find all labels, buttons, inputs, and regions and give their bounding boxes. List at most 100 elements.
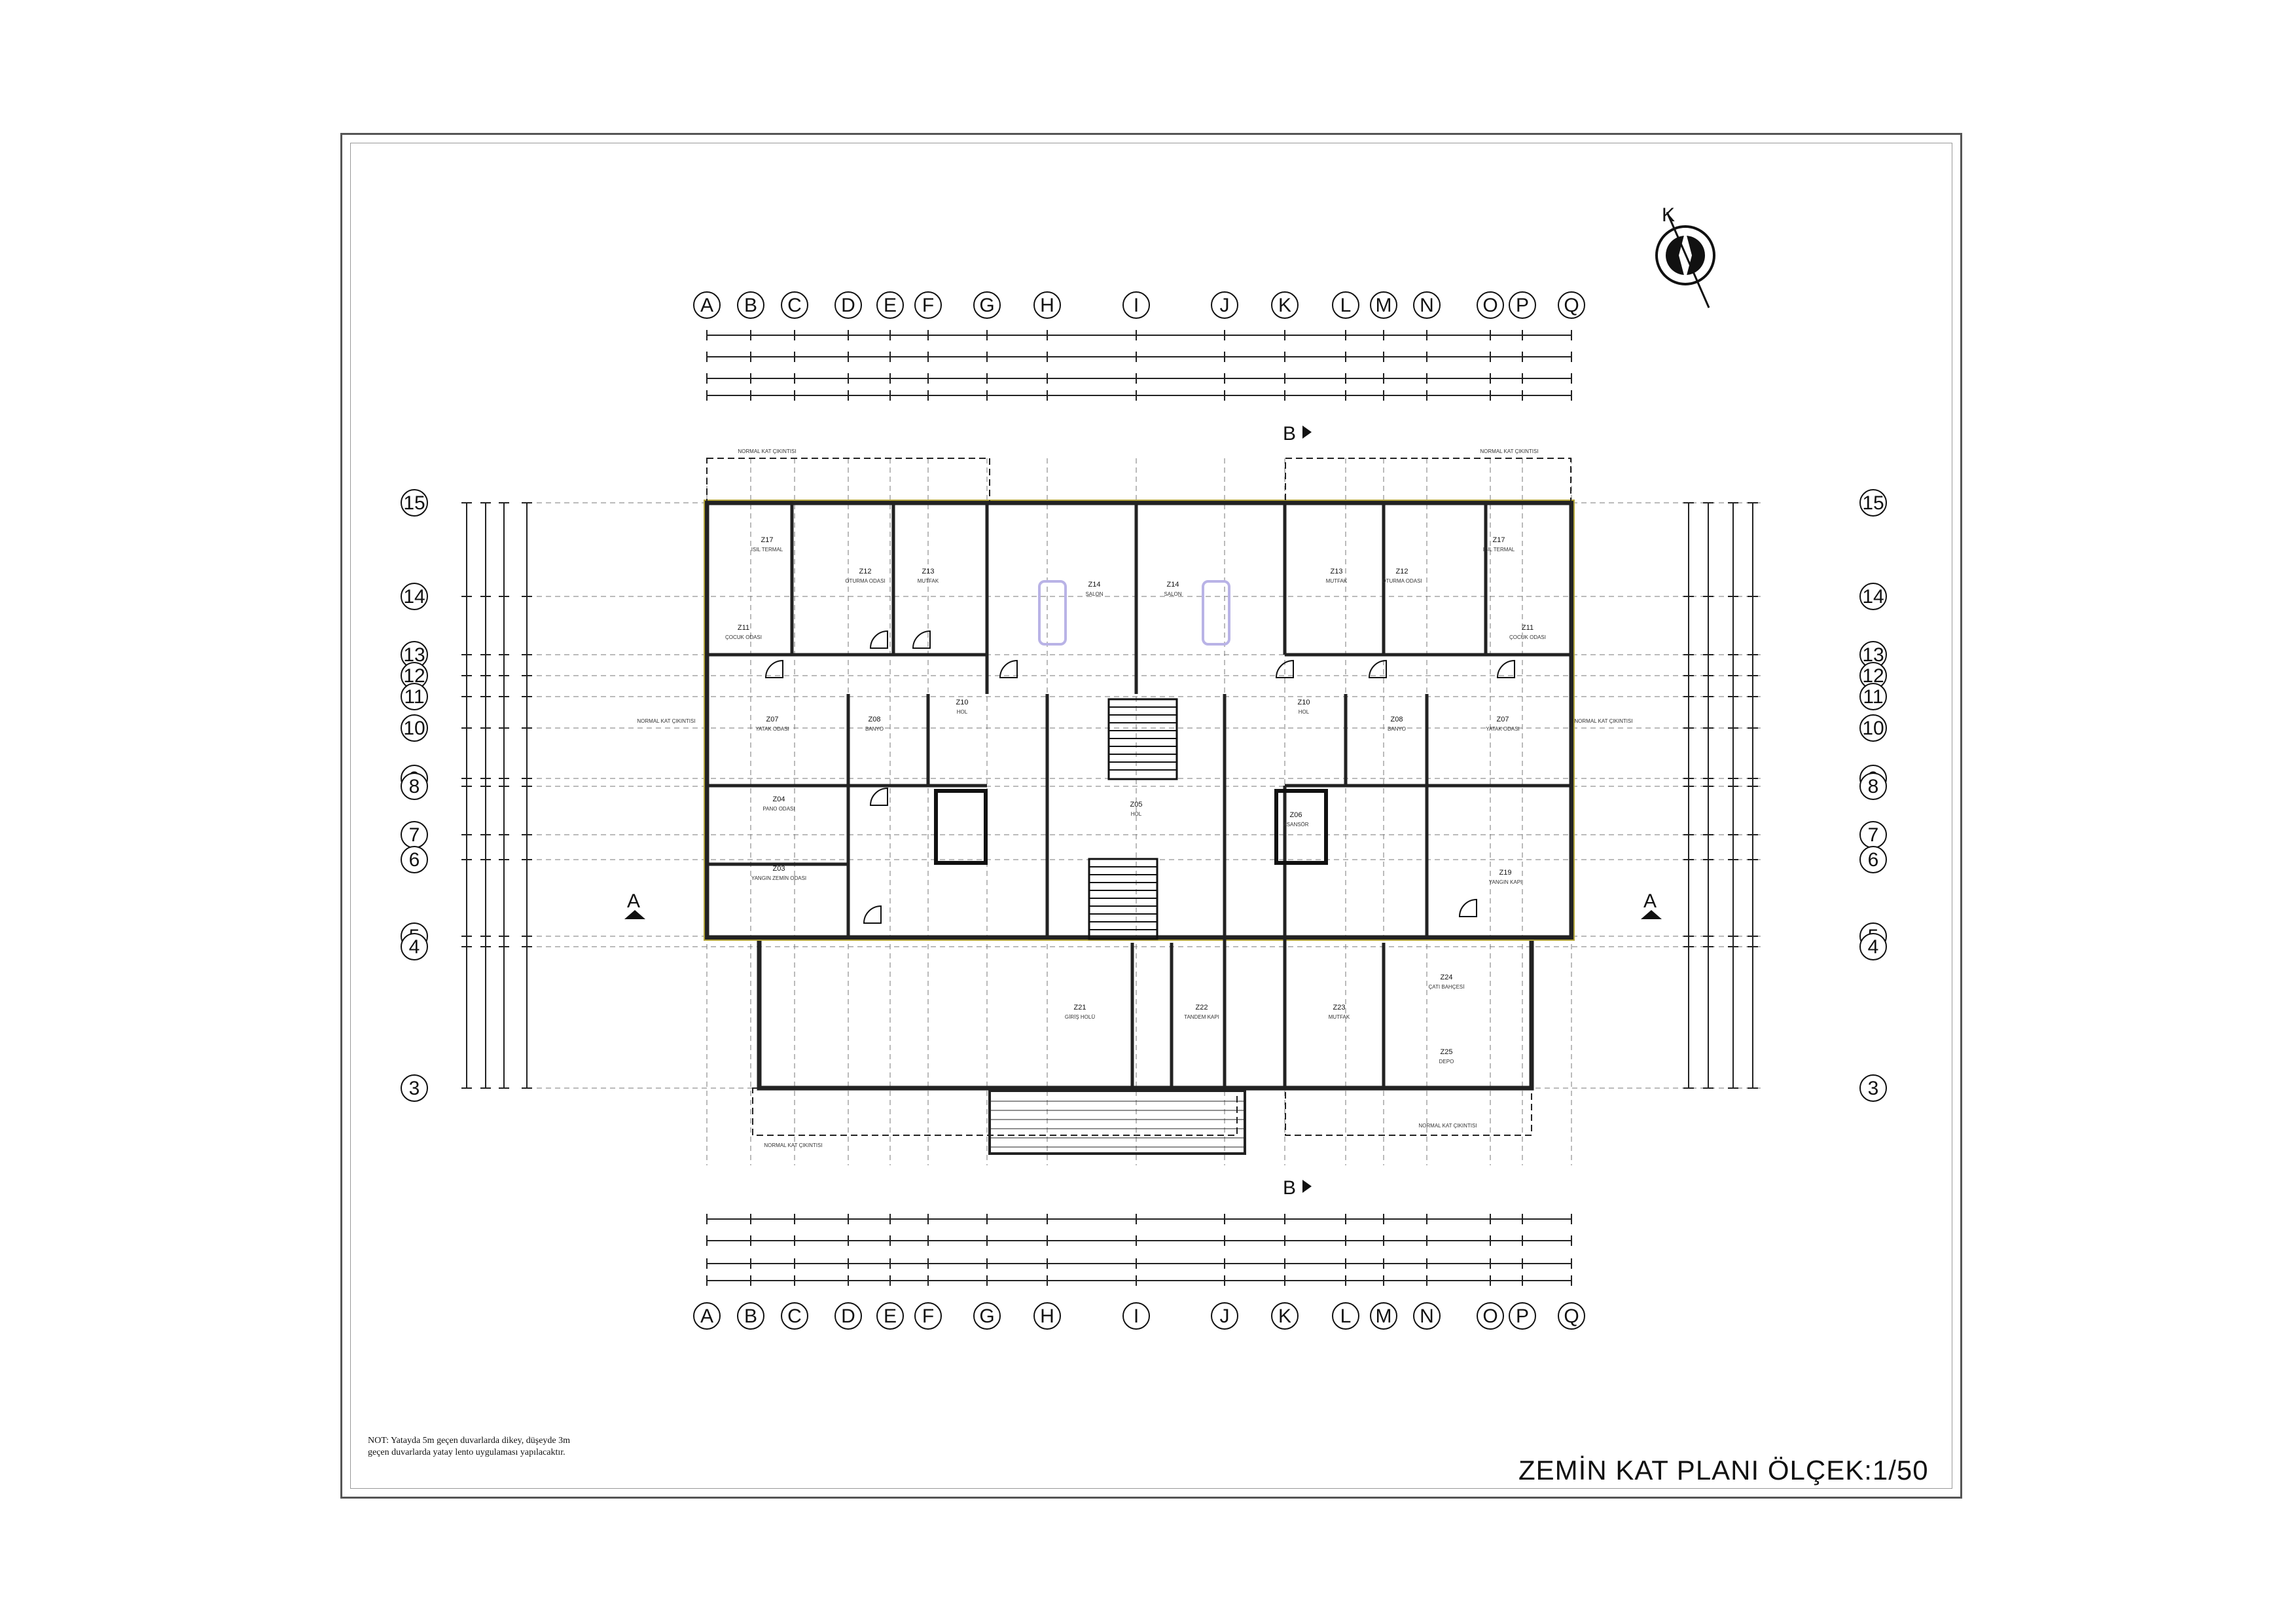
- row-bubble-left: [401, 583, 428, 610]
- room-name-label: YANGIN KAPI: [1489, 879, 1522, 885]
- row-bubble-left: [401, 933, 428, 960]
- row-bubble-right: [1859, 583, 1887, 610]
- door-swing: [1275, 659, 1294, 678]
- room-code-label: Z08: [1391, 716, 1403, 723]
- column-bubble-top: [834, 291, 862, 319]
- room-code-label: Z14: [1167, 581, 1179, 589]
- column-label: A: [700, 295, 713, 316]
- room-code-label: Z11: [738, 624, 749, 632]
- column-bubble-bottom: [693, 1302, 721, 1330]
- room-name-label: HOL: [957, 709, 968, 715]
- room-code-label: Z10: [1298, 699, 1310, 706]
- row-bubble-left: [401, 714, 428, 742]
- room-name-label: YANGIN ZEMİN ODASI: [751, 875, 806, 881]
- room-code-label: Z11: [1522, 624, 1534, 632]
- column-label: E: [884, 1305, 897, 1327]
- row-label: 6: [409, 849, 420, 871]
- room-name-label: SALON: [1164, 591, 1181, 597]
- column-bubble-bottom: [834, 1302, 862, 1330]
- column-label: N: [1420, 295, 1434, 316]
- column-bubble-bottom: [973, 1302, 1001, 1330]
- column-label: P: [1516, 1305, 1529, 1327]
- section-marker-a-right: A: [1641, 890, 1662, 919]
- room-code-label: Z13: [922, 568, 935, 575]
- row-label: 3: [1868, 1078, 1879, 1099]
- room-name-label: ISIL TERMAL: [751, 547, 783, 553]
- column-label: M: [1376, 1305, 1392, 1327]
- column-bubble-top: [693, 291, 721, 319]
- door-swing: [912, 630, 931, 649]
- elevator-shaft-right: [1274, 789, 1328, 865]
- general-note: NOT: Yatayda 5m geçen duvarlarda dikey, …: [368, 1436, 571, 1457]
- dimension-lines: [461, 330, 1758, 1286]
- compass-axis: [1666, 211, 1710, 308]
- column-bubble-top: [1271, 291, 1299, 319]
- sofa-right: [1202, 580, 1230, 646]
- door-swing: [869, 787, 888, 806]
- section-arrow-a-left: [624, 910, 645, 919]
- row-bubble-right: [1859, 683, 1887, 710]
- column-label: H: [1040, 1305, 1054, 1327]
- column-bubble-top: [781, 291, 808, 319]
- column-label: E: [884, 295, 897, 316]
- room-name-label: OTURMA ODASI: [845, 578, 885, 584]
- room-name-label: HOL: [1299, 709, 1310, 715]
- column-bubble-top: [973, 291, 1001, 319]
- row-bubble-right: [1859, 933, 1887, 960]
- row-bubble-left: [401, 489, 428, 517]
- room-code-label: Z04: [773, 795, 785, 803]
- row-label: 14: [1862, 586, 1884, 608]
- column-label: D: [841, 1305, 855, 1327]
- row-bubble-right: [1859, 489, 1887, 517]
- column-label: B: [744, 295, 757, 316]
- row-grid-bubbles: 15151414131312121111101099887766554433: [401, 489, 1887, 1102]
- exterior-wall-upper: [704, 500, 1574, 940]
- column-label: L: [1340, 1305, 1352, 1327]
- row-bubble-left: [401, 773, 428, 800]
- canopy-outline-right: [1285, 1087, 1532, 1136]
- column-bubble-bottom: [1211, 1302, 1238, 1330]
- room-code-label: Z25: [1441, 1048, 1453, 1056]
- column-label: H: [1040, 295, 1054, 316]
- column-bubble-bottom: [1558, 1302, 1585, 1330]
- annotation-label: NORMAL KAT ÇIKINTISI: [637, 718, 695, 724]
- column-label: C: [787, 295, 802, 316]
- room-name-label: YATAK ODASI: [1486, 726, 1520, 732]
- section-arrow-a-right: [1641, 910, 1662, 919]
- section-label-a-right: A: [1643, 890, 1657, 912]
- column-label: A: [700, 1305, 713, 1327]
- column-label: N: [1420, 1305, 1434, 1327]
- column-bubble-bottom: [781, 1302, 808, 1330]
- row-bubble-right: [1859, 846, 1887, 873]
- annotation-label: NORMAL KAT ÇIKINTISI: [1574, 718, 1632, 724]
- column-bubble-bottom: [1122, 1302, 1150, 1330]
- column-label: O: [1482, 295, 1498, 316]
- door-swing: [863, 905, 882, 924]
- north-label: K: [1662, 204, 1675, 226]
- section-label-a-left: A: [627, 890, 640, 912]
- outer-frame: [340, 133, 1962, 1499]
- column-label: P: [1516, 295, 1529, 316]
- row-bubble-left: [401, 846, 428, 873]
- room-code-label: Z08: [869, 716, 881, 723]
- room-name-label: GİRİŞ HOLÜ: [1065, 1014, 1095, 1020]
- column-bubble-top: [876, 291, 904, 319]
- row-label: 10: [403, 718, 425, 739]
- row-bubble-right: [1859, 1074, 1887, 1102]
- row-label: 6: [1868, 849, 1879, 871]
- column-bubble-top: [1370, 291, 1397, 319]
- section-arrow-b-bottom: [1302, 1180, 1312, 1193]
- row-label: 7: [1868, 824, 1879, 846]
- room-code-label: Z03: [773, 865, 785, 873]
- room-code-label: Z10: [956, 699, 969, 706]
- door-swing: [764, 659, 783, 678]
- column-bubble-top: [1558, 291, 1585, 319]
- annotation-label: NORMAL KAT ÇIKINTISI: [764, 1142, 822, 1148]
- inner-frame: [350, 143, 1952, 1489]
- room-name-label: ÇATI BAHÇESİ: [1429, 984, 1465, 990]
- column-bubble-top: [1477, 291, 1504, 319]
- column-bubble-top: [914, 291, 942, 319]
